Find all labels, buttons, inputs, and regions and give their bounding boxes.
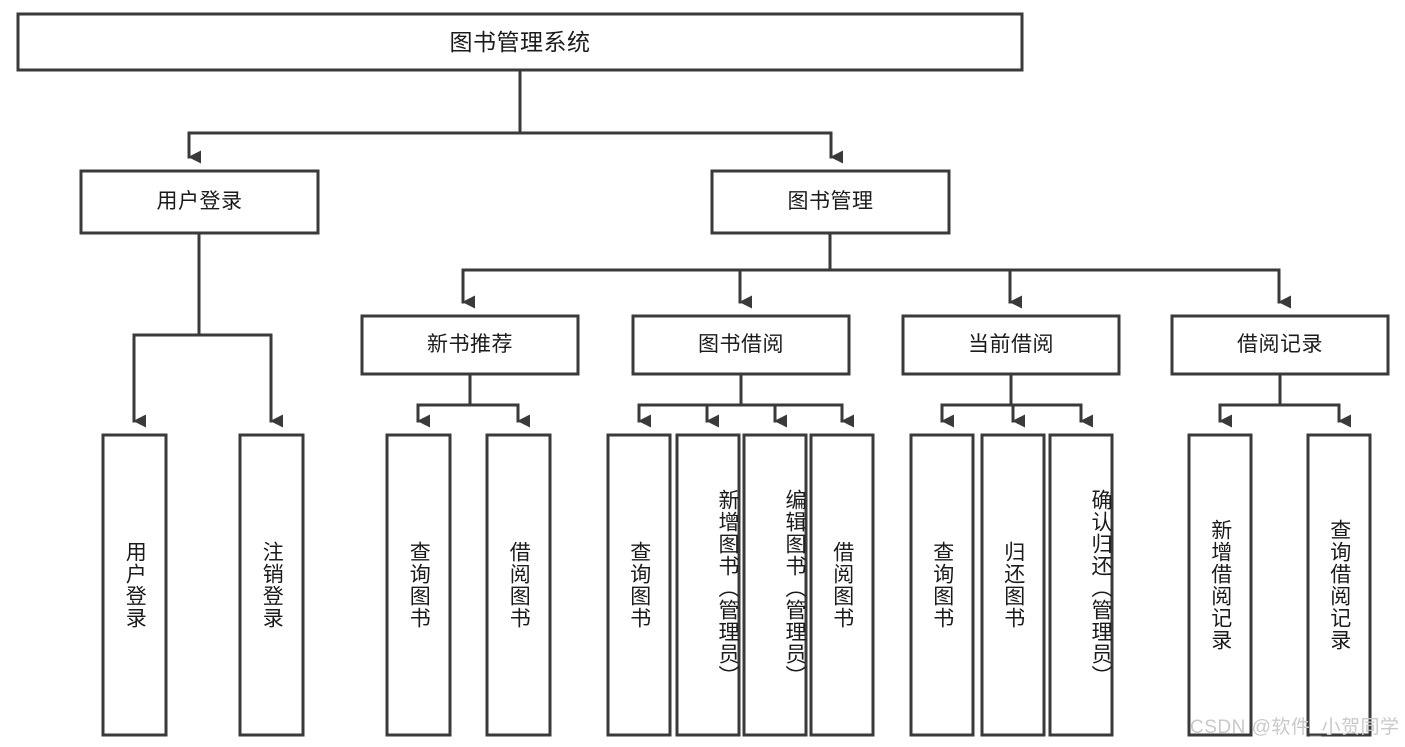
node-box-new-book-recommend[interactable] xyxy=(360,314,580,376)
node-box-leaf-borrow-book-2[interactable] xyxy=(809,433,875,737)
connector-bookmanage-to-level3 xyxy=(461,231,1292,309)
node-box-leaf-user-logout[interactable] xyxy=(238,433,305,737)
node-box-leaf-query-book-3[interactable] xyxy=(909,433,975,737)
node-box-leaf-add-record[interactable] xyxy=(1187,433,1253,737)
csdn-watermark: CSDN @软件_小贺同学 xyxy=(1190,717,1400,738)
connector-root-to-level2 xyxy=(187,68,844,164)
node-box-user-login[interactable] xyxy=(79,169,320,235)
node-box-leaf-user-login[interactable] xyxy=(101,433,168,737)
node-box-current-borrow[interactable] xyxy=(901,314,1121,376)
node-box-leaf-edit-book[interactable] xyxy=(742,433,808,737)
connector-borrowrecord-to-leaves xyxy=(1218,372,1352,428)
connector-currentborrow-to-leaves xyxy=(940,372,1094,428)
node-box-book-manage[interactable] xyxy=(710,169,951,235)
node-box-leaf-query-book-1[interactable] xyxy=(385,433,452,737)
node-box-leaf-add-book[interactable] xyxy=(675,433,741,737)
node-box-leaf-query-record[interactable] xyxy=(1306,433,1372,737)
node-box-leaf-return-book[interactable] xyxy=(980,433,1046,737)
node-box-book-borrow[interactable] xyxy=(631,314,851,376)
node-box-leaf-query-book-2[interactable] xyxy=(606,433,672,737)
connector-userlogin-to-leaves xyxy=(132,231,284,428)
node-box-root[interactable] xyxy=(16,12,1024,72)
node-box-borrow-record[interactable] xyxy=(1170,314,1390,376)
node-box-leaf-confirm-return[interactable] xyxy=(1048,433,1114,737)
connector-newbook-to-leaves xyxy=(416,372,531,428)
node-box-leaf-borrow-book-1[interactable] xyxy=(485,433,552,737)
connector-bookborrow-to-leaves xyxy=(637,372,855,428)
